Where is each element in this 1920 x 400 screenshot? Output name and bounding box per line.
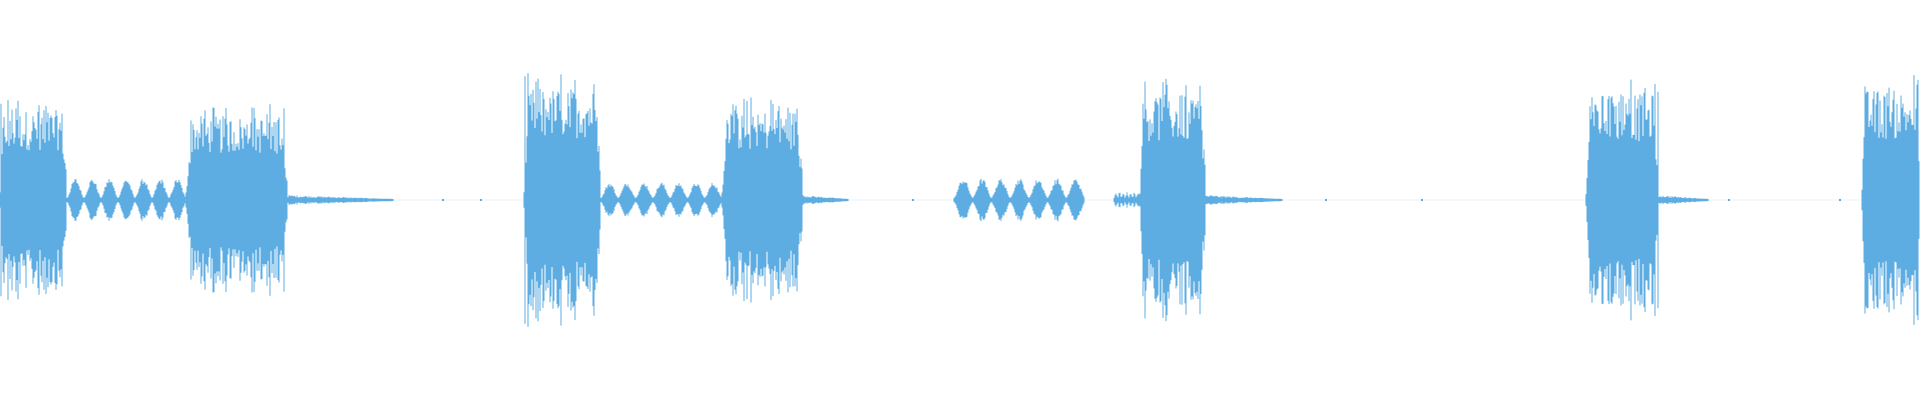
waveform-segment	[1113, 192, 1140, 208]
waveform-segment	[185, 104, 288, 296]
waveform-segment	[1139, 78, 1206, 322]
waveform-speck	[442, 199, 444, 201]
waveform-speck	[912, 199, 914, 201]
waveform-speck	[1603, 199, 1605, 201]
waveform-peaks	[0, 100, 67, 300]
waveform-peaks	[953, 178, 1085, 222]
waveform-segment	[287, 195, 394, 205]
waveform-segment	[953, 178, 1085, 222]
waveform-speck	[547, 199, 549, 201]
waveform-segment	[802, 195, 849, 205]
waveform-segment	[1585, 79, 1659, 321]
waveform-peaks	[721, 97, 803, 303]
waveform-segment	[600, 182, 722, 218]
waveform-channel	[0, 73, 1920, 327]
waveform-segment	[66, 179, 186, 221]
waveform-segment	[523, 73, 601, 327]
waveform-peaks	[1205, 195, 1283, 205]
waveform-peaks	[66, 179, 186, 221]
waveform-segment	[1205, 195, 1283, 205]
waveform-peaks	[600, 182, 722, 218]
waveform-peaks	[185, 104, 288, 296]
waveform-segment	[1861, 75, 1920, 325]
waveform-segment	[721, 97, 803, 303]
waveform-segment	[0, 100, 67, 300]
waveform-peaks	[1113, 192, 1140, 208]
waveform-speck	[1066, 199, 1068, 201]
waveform-peaks	[1585, 79, 1659, 321]
waveform-peaks	[523, 73, 601, 327]
waveform-peaks	[802, 195, 849, 205]
waveform-speck	[1421, 199, 1423, 201]
waveform-segment	[1658, 195, 1709, 205]
waveform-speck	[1325, 199, 1327, 201]
waveform-peaks	[1139, 78, 1206, 322]
waveform-peaks	[1861, 75, 1920, 325]
waveform-peaks	[287, 195, 394, 205]
waveform-speck	[480, 199, 482, 201]
waveform-speck	[1839, 199, 1841, 201]
waveform-speck	[1728, 199, 1730, 201]
waveform-peaks	[1658, 195, 1709, 205]
